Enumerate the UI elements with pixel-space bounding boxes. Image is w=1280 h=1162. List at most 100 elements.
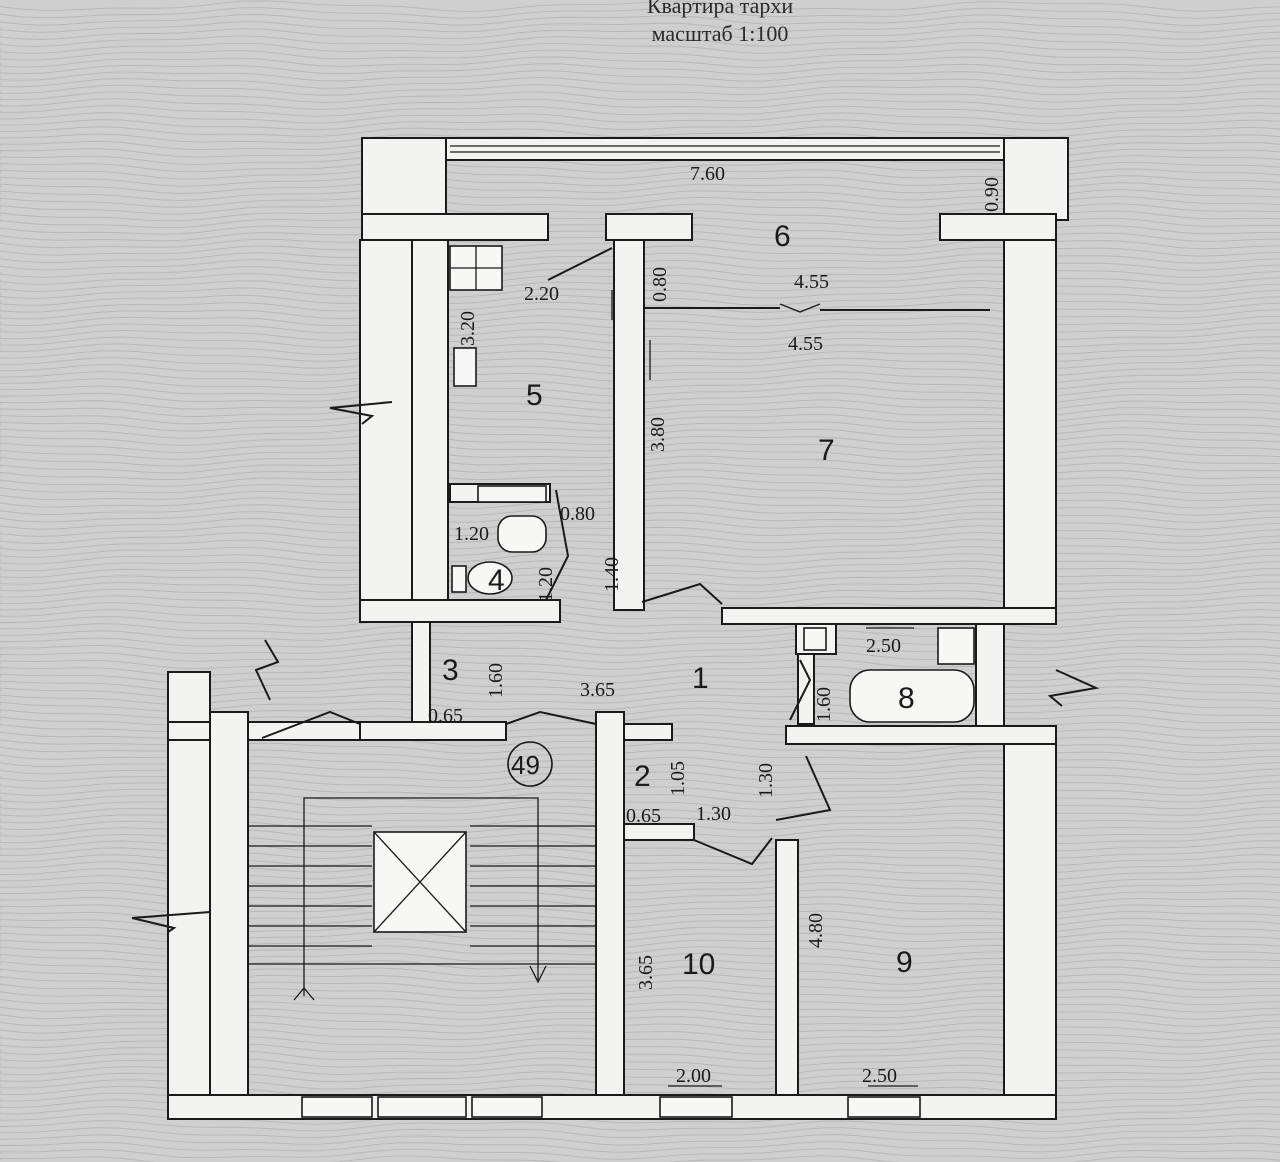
dim-hall-door: 1.40: [601, 557, 623, 592]
door-room7: [641, 582, 723, 605]
break-mark-right: [1047, 669, 1100, 707]
room-number-4: 4: [488, 564, 505, 597]
wave-line: [0, 21, 1280, 33]
wall-left-lower: [167, 671, 211, 1103]
wall-left-upper: [359, 239, 413, 611]
dim-bath-length: 1.60: [813, 687, 835, 722]
room-number-3: 3: [442, 654, 459, 687]
wall-corner-top-left: [361, 137, 447, 221]
wave-line: [0, 91, 1280, 103]
washbasin-icon: [497, 515, 547, 553]
staircase: [248, 797, 596, 1001]
break-mark-left-top: [329, 401, 393, 425]
wave-line: [0, 623, 1280, 635]
dimension-labels: 7.60 0.90 2.20 0.80 4.55 4.55 3.20 3.80 …: [428, 163, 1003, 1087]
dim-kitchen-length: 3.20: [457, 311, 479, 346]
wave-line: [0, 76, 1280, 89]
kitchen-sink-icon: [453, 347, 477, 387]
wall-room10-room9: [775, 839, 799, 1096]
wave-line: [0, 7, 1280, 19]
doors: [261, 247, 832, 866]
wall-closet2-bottom: [623, 823, 695, 841]
dim-hall-lower-length: 1.30: [755, 763, 777, 798]
wall-room9-top: [785, 725, 1057, 745]
dim-room9-width: 2.50: [862, 1065, 897, 1087]
wall-closet2-top: [623, 723, 673, 741]
bathtub-icon: [849, 669, 975, 723]
wall-room7-bottom: [721, 607, 1057, 625]
dim-room6-door: 0.80: [649, 267, 671, 302]
wc-tank-icon: [477, 485, 547, 503]
wave-line: [0, 1141, 1280, 1153]
dim-partition-width: 4.55: [794, 271, 829, 293]
outer-walls: [131, 137, 1100, 1120]
dim-hall-width: 3.65: [580, 679, 615, 701]
wave-line: [0, 63, 1280, 75]
dim-closet2-length: 1.05: [667, 761, 689, 796]
wave-line: [0, 651, 1280, 663]
window-bottom-3: [471, 1096, 543, 1118]
dim-wc-width: 1.20: [454, 523, 489, 545]
dim-room9-length: 4.80: [805, 913, 827, 948]
wall-top: [361, 137, 1069, 161]
door-stair: [505, 710, 597, 725]
dimension-arrows: [668, 627, 918, 1087]
break-mark-left-bottom: [131, 911, 211, 933]
wave-line: [0, 42, 1280, 54]
wave-line: [0, 14, 1280, 26]
bath-shaft-icon: [803, 627, 827, 651]
title-block: Квартира тархи масштаб 1:100: [520, 0, 920, 48]
wave-line: [0, 1120, 1280, 1132]
wave-line: [0, 105, 1280, 117]
wave-line: [0, 27, 1280, 41]
wave-line: [0, 126, 1280, 138]
wave-line: [0, 644, 1280, 656]
room-number-7: 7: [818, 434, 835, 467]
dim-wc-door: 0.80: [560, 503, 595, 525]
wall-corner-top-right: [1003, 137, 1069, 221]
wall-kitchen-left: [411, 239, 449, 611]
partition-door: [779, 303, 821, 313]
plan-title: Квартира тархи: [646, 0, 794, 18]
wave-line: [0, 616, 1280, 628]
toilet-icon: [467, 561, 513, 595]
wall-stair-right: [595, 711, 625, 1096]
wave-line: [0, 69, 1280, 82]
wall-stair-left: [209, 711, 249, 1096]
wave-line: [0, 49, 1280, 62]
wave-line: [0, 0, 1280, 12]
wave-line: [0, 34, 1280, 47]
plan-scale: масштаб 1:100: [651, 21, 789, 46]
door-wc: [545, 489, 570, 601]
room-number-10: 10: [682, 948, 715, 981]
wall-right-upper: [1003, 239, 1057, 611]
wave-line: [0, 637, 1280, 649]
wave-line: [0, 658, 1280, 670]
apartment-number-circle: [507, 741, 553, 787]
stair-start-icon: [293, 986, 315, 1001]
room-number-6: 6: [774, 220, 791, 253]
wave-line: [0, 97, 1280, 110]
dim-kitchen-width: 2.20: [524, 283, 559, 305]
wave-line: [0, 601, 1280, 614]
room-number-2: 2: [634, 760, 651, 793]
dim-room7-length: 3.80: [647, 417, 669, 452]
door-kitchen: [547, 247, 613, 281]
wave-line: [0, 84, 1280, 96]
dim-balcony-width: 7.60: [690, 163, 725, 185]
wall-kitchen-top: [361, 213, 549, 241]
wave-line: [0, 1127, 1280, 1139]
wave-line: [0, 630, 1280, 642]
wave-line: [0, 119, 1280, 131]
dim-room7-width: 4.55: [788, 333, 823, 355]
stair-direction-line: [303, 797, 539, 996]
room-number-9: 9: [896, 946, 913, 979]
window-bottom-5: [847, 1096, 921, 1118]
door-entry: [261, 710, 361, 739]
wall-kitchen-bottom: [359, 599, 561, 623]
room-number-1: 1: [692, 662, 709, 695]
wave-line: [0, 56, 1280, 69]
room-number-8: 8: [898, 682, 915, 715]
door-room9: [775, 755, 832, 821]
dim-storage3-width: 0.65: [428, 705, 463, 727]
